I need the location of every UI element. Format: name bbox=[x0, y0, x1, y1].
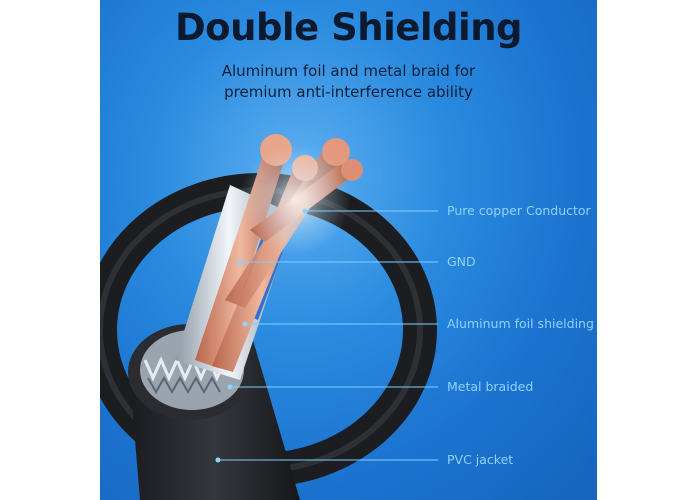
cable-cross-section-illustration bbox=[100, 134, 438, 500]
subtitle-line-2: premium anti-interference ability bbox=[224, 83, 473, 101]
callout-dot bbox=[215, 457, 221, 463]
callout-pvc-jacket: PVC jacket bbox=[447, 452, 514, 467]
subtitle-line-1: Aluminum foil and metal braid for bbox=[221, 62, 476, 80]
callout-aluminum-foil-shielding: Aluminum foil shielding bbox=[447, 316, 594, 331]
callout-dot bbox=[242, 321, 248, 327]
callout-lines bbox=[218, 210, 438, 461]
callout-pure-copper-conductor: Pure copper Conductor bbox=[447, 203, 591, 218]
callout-dot bbox=[302, 208, 308, 214]
callout-dot bbox=[237, 259, 243, 265]
callout-metal-braided: Metal braided bbox=[447, 379, 534, 394]
page-title: Double Shielding bbox=[174, 6, 523, 49]
callout-dot bbox=[227, 384, 233, 390]
product-banner: Double Shielding Aluminum foil and metal… bbox=[100, 0, 597, 500]
callout-gnd: GND bbox=[447, 254, 476, 269]
page-subtitle: Aluminum foil and metal braid for premiu… bbox=[100, 61, 597, 103]
